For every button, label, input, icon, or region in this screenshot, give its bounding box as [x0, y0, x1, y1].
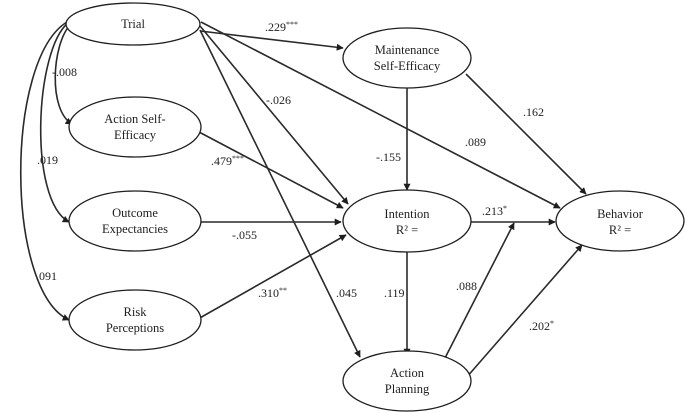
node-risk-label-2: Perceptions [106, 321, 164, 335]
edge-maintenance-behavior [465, 73, 587, 195]
label-intention-planning: .119 [384, 286, 405, 300]
label-maintenance-intention: -.155 [376, 150, 401, 164]
label-trial-outcome: .019 [37, 153, 58, 167]
edge-trial-behavior [200, 21, 561, 209]
node-behavior: Behavior R² = [555, 190, 685, 252]
label-trial-planning: .045 [336, 286, 357, 300]
node-maintenance-label-2: Self-Efficacy [374, 59, 441, 73]
label-intention-behavior: .213* [482, 204, 507, 218]
label-trial-maintenance: .229*** [265, 20, 298, 34]
edge-action-se-intention [198, 131, 344, 209]
edge-trial-outcome [39, 22, 70, 223]
label-trial-behavior: .089 [465, 135, 486, 149]
node-behavior-label-2: R² = [609, 223, 631, 237]
label-outcome-intention: -.055 [232, 228, 257, 242]
node-risk-perceptions: Risk Perceptions [68, 289, 202, 351]
edge-trial-risk [19, 21, 70, 321]
label-planning-behavior: .202* [529, 319, 554, 333]
edge-planning-to-path [443, 222, 515, 361]
node-risk-label-1: Risk [124, 305, 148, 319]
label-planning-to-path: .088 [456, 279, 477, 293]
node-action-se-label-2: Efficacy [114, 128, 157, 142]
node-trial-label: Trial [121, 17, 145, 31]
edge-risk-intention [197, 234, 347, 320]
node-action-self-efficacy: Action Self- Efficacy [68, 96, 202, 158]
node-trial: Trial [65, 2, 201, 46]
node-maintenance-label-1: Maintenance [375, 43, 440, 57]
label-risk-intention: .310** [258, 286, 287, 300]
node-intention: Intention R² = [342, 189, 472, 253]
edge-planning-behavior [465, 244, 583, 379]
node-planning-label-1: Action [390, 366, 425, 380]
node-planning-label-2: Planning [385, 382, 430, 396]
edge-trial-intention [199, 25, 349, 205]
label-trial-action-se: -.008 [52, 65, 77, 79]
node-maintenance-self-efficacy: Maintenance Self-Efficacy [342, 27, 472, 89]
node-outcome-label-1: Outcome [112, 206, 158, 220]
node-intention-label-1: Intention [384, 207, 430, 221]
node-behavior-label-1: Behavior [597, 207, 644, 221]
node-intention-label-2: R² = [396, 223, 418, 237]
edge-trial-planning [199, 29, 361, 358]
label-maintenance-behavior: .162 [523, 105, 544, 119]
node-action-se-label-1: Action Self- [104, 112, 165, 126]
node-outcome-label-2: Expectancies [102, 222, 168, 236]
label-trial-intention: -.026 [266, 93, 291, 107]
node-action-planning: Action Planning [342, 350, 472, 412]
label-trial-risk: .091 [36, 269, 57, 283]
label-action-se-intention: .479*** [211, 154, 244, 168]
edge-trial-action-se [54, 24, 73, 125]
node-outcome-expectancies: Outcome Expectancies [68, 190, 202, 252]
